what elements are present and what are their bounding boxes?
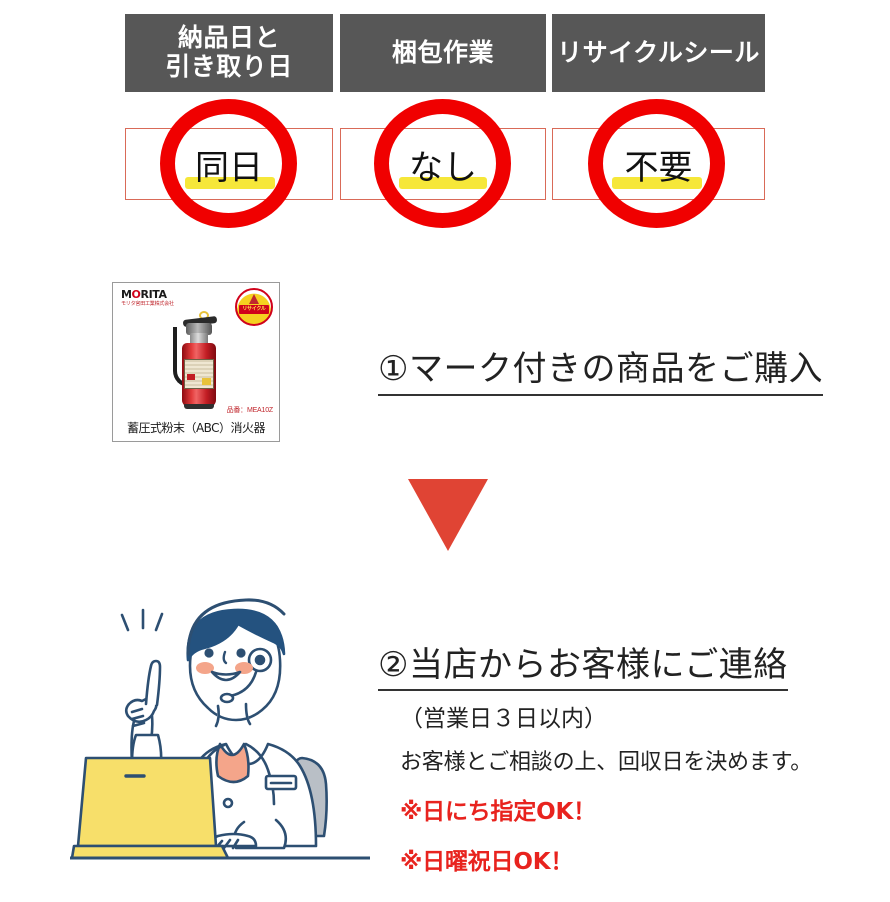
step-2-subtitle: （営業日３日以内） <box>400 706 607 732</box>
table-header-line1: 納品日と <box>177 24 280 52</box>
table-header-label: 梱包作業 <box>391 38 494 67</box>
step-2-note-sunday-holiday: ※日曜祝日OK！ <box>400 849 574 875</box>
flame-shape-icon <box>249 294 259 304</box>
label-red-mark <box>187 374 195 380</box>
step-2-description: お客様とご相談の上、回収日を決めます。 <box>400 750 813 775</box>
brand-sub-text: モリタ宮田工業株式会社 <box>121 301 174 307</box>
fire-extinguisher-icon <box>171 307 229 409</box>
customer-support-operator-illustration <box>68 588 372 878</box>
recycle-badge-label: リサイクル <box>242 306 266 312</box>
table-header-recycle-seal: リサイクルシール <box>552 14 765 92</box>
table-header-delivery-pickup: 納品日と 引き取り日 <box>125 14 333 92</box>
step-2-note-date-designation: ※日にち指定OK！ <box>400 799 596 825</box>
red-circle-highlight-icon <box>374 99 511 228</box>
step-2-title: ②当店からお客様にご連絡 <box>378 637 788 691</box>
morita-brand-logo: MORITA モリタ宮田工業株式会社 <box>121 289 193 315</box>
brand-logo-text: MORITA <box>121 288 167 301</box>
label-yellow-mark <box>202 378 211 385</box>
table-header-line2: 引き取り日 <box>165 53 293 81</box>
product-image-card: MORITA モリタ宮田工業株式会社 リサイクル 品番：MEA10Z 蓄圧式粉末… <box>112 282 280 442</box>
product-name-label: 蓄圧式粉末（ABC）消火器 <box>126 421 266 435</box>
recycle-badge-band <box>239 305 269 314</box>
comparison-table: 納品日と 引き取り日 梱包作業 リサイクルシール 同日 なし 不要 <box>0 0 890 240</box>
product-part-number: 品番：MEA10Z <box>226 407 274 414</box>
table-header-packing-work: 梱包作業 <box>340 14 546 92</box>
step-2-block: ②当店からお客様にご連絡 （営業日３日以内） お客様とご相談の上、回収日を決めま… <box>378 637 878 876</box>
extinguisher-head <box>186 323 212 335</box>
extinguisher-neck <box>190 333 208 345</box>
recycle-seal-icon: リサイクル <box>235 288 273 326</box>
step-1-title: ①マーク付きの商品をご購入 <box>378 341 823 396</box>
extinguisher-hose <box>173 327 189 387</box>
extinguisher-base <box>184 404 214 409</box>
red-circle-highlight-icon <box>160 99 297 228</box>
extinguisher-label <box>184 359 214 389</box>
red-circle-highlight-icon <box>588 99 725 228</box>
down-arrow-icon <box>408 479 488 551</box>
table-header-label: リサイクルシール <box>557 38 760 67</box>
